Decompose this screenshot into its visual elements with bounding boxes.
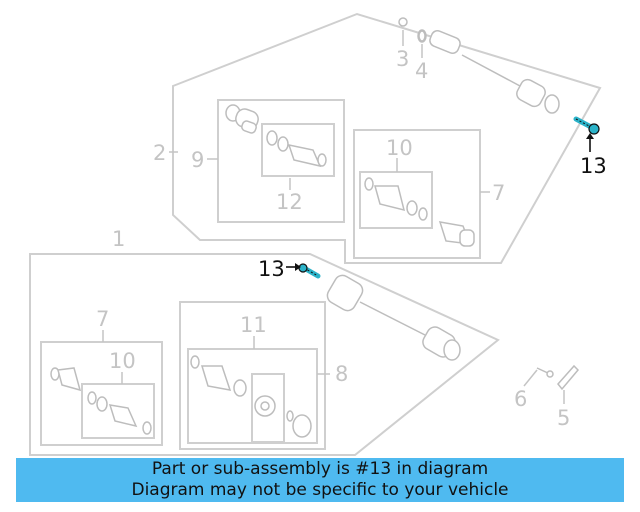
box-9 xyxy=(217,99,345,223)
callout-13-lower: 13 xyxy=(258,257,285,281)
part-4 xyxy=(418,30,426,42)
callout-10-lower: 10 xyxy=(109,349,136,373)
callout-11: 11 xyxy=(240,313,267,337)
part-6 xyxy=(536,367,554,378)
boot-kit-10-lower xyxy=(87,391,152,435)
upper-axle-shaft xyxy=(417,29,560,114)
callout-1: 1 xyxy=(112,227,125,251)
banner-line-1: Part or sub-assembly is #13 in diagram xyxy=(151,459,489,479)
callout-5: 5 xyxy=(557,406,570,430)
cv-joint-11 xyxy=(190,355,247,397)
info-banner: Part or sub-assembly is #13 in diagram D… xyxy=(16,458,624,502)
callout-7-lower: 7 xyxy=(96,307,109,331)
part-5 xyxy=(557,364,580,391)
lower-assembly-outline xyxy=(29,253,500,456)
arrow-13-lower xyxy=(295,263,301,271)
joint-parts-8 xyxy=(254,395,312,438)
callout-13-upper: 13 xyxy=(580,154,607,178)
callout-7-upper: 7 xyxy=(492,181,505,205)
cv-joint-9 xyxy=(225,104,259,134)
callout-2: 2 xyxy=(153,141,166,165)
box-7-lower xyxy=(40,341,163,446)
callout-10-upper: 10 xyxy=(386,136,413,160)
callout-9: 9 xyxy=(191,148,204,172)
callout-8: 8 xyxy=(335,362,348,386)
cv-joint-7-upper xyxy=(438,221,475,247)
cv-joint-7-lower xyxy=(50,367,82,392)
box-7-upper xyxy=(353,129,481,259)
callout-4: 4 xyxy=(415,59,428,83)
box-8-inner xyxy=(251,373,285,443)
lower-axle-shaft xyxy=(326,274,461,361)
boot-kit-12 xyxy=(266,130,327,168)
box-12 xyxy=(261,123,335,177)
bolt-13-upper xyxy=(573,116,600,135)
leader-6 xyxy=(523,369,538,387)
box-11 xyxy=(179,301,326,450)
callout-6: 6 xyxy=(514,387,527,411)
box-10-upper xyxy=(359,171,433,229)
boot-kit-10-upper xyxy=(364,177,428,221)
part-3 xyxy=(398,17,408,27)
bolt-13-lower xyxy=(298,263,321,279)
box-10-lower xyxy=(81,383,155,439)
callout-3: 3 xyxy=(396,47,409,71)
banner-line-2: Diagram may not be specific to your vehi… xyxy=(131,480,509,500)
callout-12: 12 xyxy=(276,190,303,214)
arrow-13-upper xyxy=(586,133,594,139)
